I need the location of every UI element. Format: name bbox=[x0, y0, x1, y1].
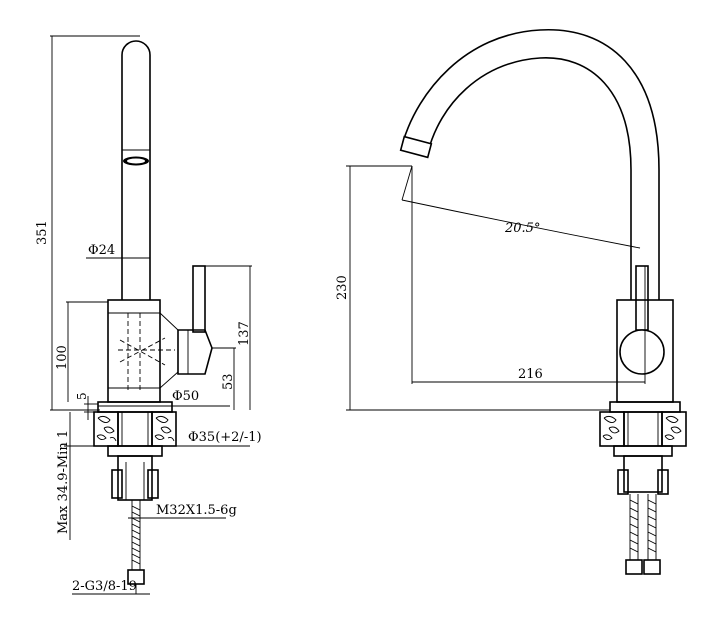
dim-thread: M32X1.5-6g bbox=[128, 503, 237, 519]
front-spout bbox=[399, 29, 660, 300]
dim-137-label: 137 bbox=[237, 321, 252, 346]
dim-216: 216 bbox=[411, 166, 646, 384]
front-counter bbox=[599, 401, 687, 447]
front-view: 230 216 20.5° bbox=[335, 29, 687, 575]
dim-phi35-label: Φ35(+2/-1) bbox=[188, 430, 262, 445]
side-counter bbox=[93, 411, 177, 447]
dim-5: 5 bbox=[75, 392, 98, 420]
dim-counter-thickness-label: Max 34.9-Min 1 bbox=[56, 430, 71, 534]
side-hose bbox=[127, 500, 145, 585]
dim-216-label: 216 bbox=[518, 367, 543, 382]
dim-phi50: Φ50 bbox=[98, 389, 230, 407]
dim-230-label: 230 bbox=[335, 275, 350, 300]
dim-hose-label: 2-G3/8-19 bbox=[72, 579, 137, 594]
dim-351-label: 351 bbox=[35, 220, 50, 245]
dim-230: 230 bbox=[335, 165, 610, 411]
dim-hose: 2-G3/8-19 bbox=[72, 579, 150, 595]
side-lever bbox=[177, 265, 213, 375]
dim-phi50-label: Φ50 bbox=[172, 389, 199, 404]
dim-thread-label: M32X1.5-6g bbox=[156, 503, 237, 518]
dim-phi24-label: Φ24 bbox=[88, 243, 115, 258]
dim-counter-thickness: Max 34.9-Min 1 bbox=[56, 412, 94, 540]
dim-5-label: 5 bbox=[75, 392, 89, 400]
dim-351: 351 bbox=[35, 35, 140, 411]
dim-137: 137 bbox=[205, 265, 252, 410]
side-shank bbox=[107, 411, 163, 501]
front-shank bbox=[613, 445, 673, 575]
dim-100: 100 bbox=[55, 301, 108, 402]
side-body bbox=[107, 299, 179, 403]
dim-phi24: Φ24 bbox=[86, 243, 150, 259]
side-base bbox=[97, 401, 173, 413]
dim-angle: 20.5° bbox=[401, 165, 641, 249]
dim-53: 53 bbox=[212, 347, 236, 410]
side-view: 351 Φ24 100 137 53 Φ50 bbox=[35, 35, 262, 595]
dim-100-label: 100 bbox=[55, 345, 70, 370]
side-spout bbox=[121, 40, 151, 300]
dim-angle-label: 20.5° bbox=[504, 221, 540, 236]
dim-53-label: 53 bbox=[221, 373, 236, 390]
dim-phi35: Φ35(+2/-1) bbox=[118, 430, 262, 447]
